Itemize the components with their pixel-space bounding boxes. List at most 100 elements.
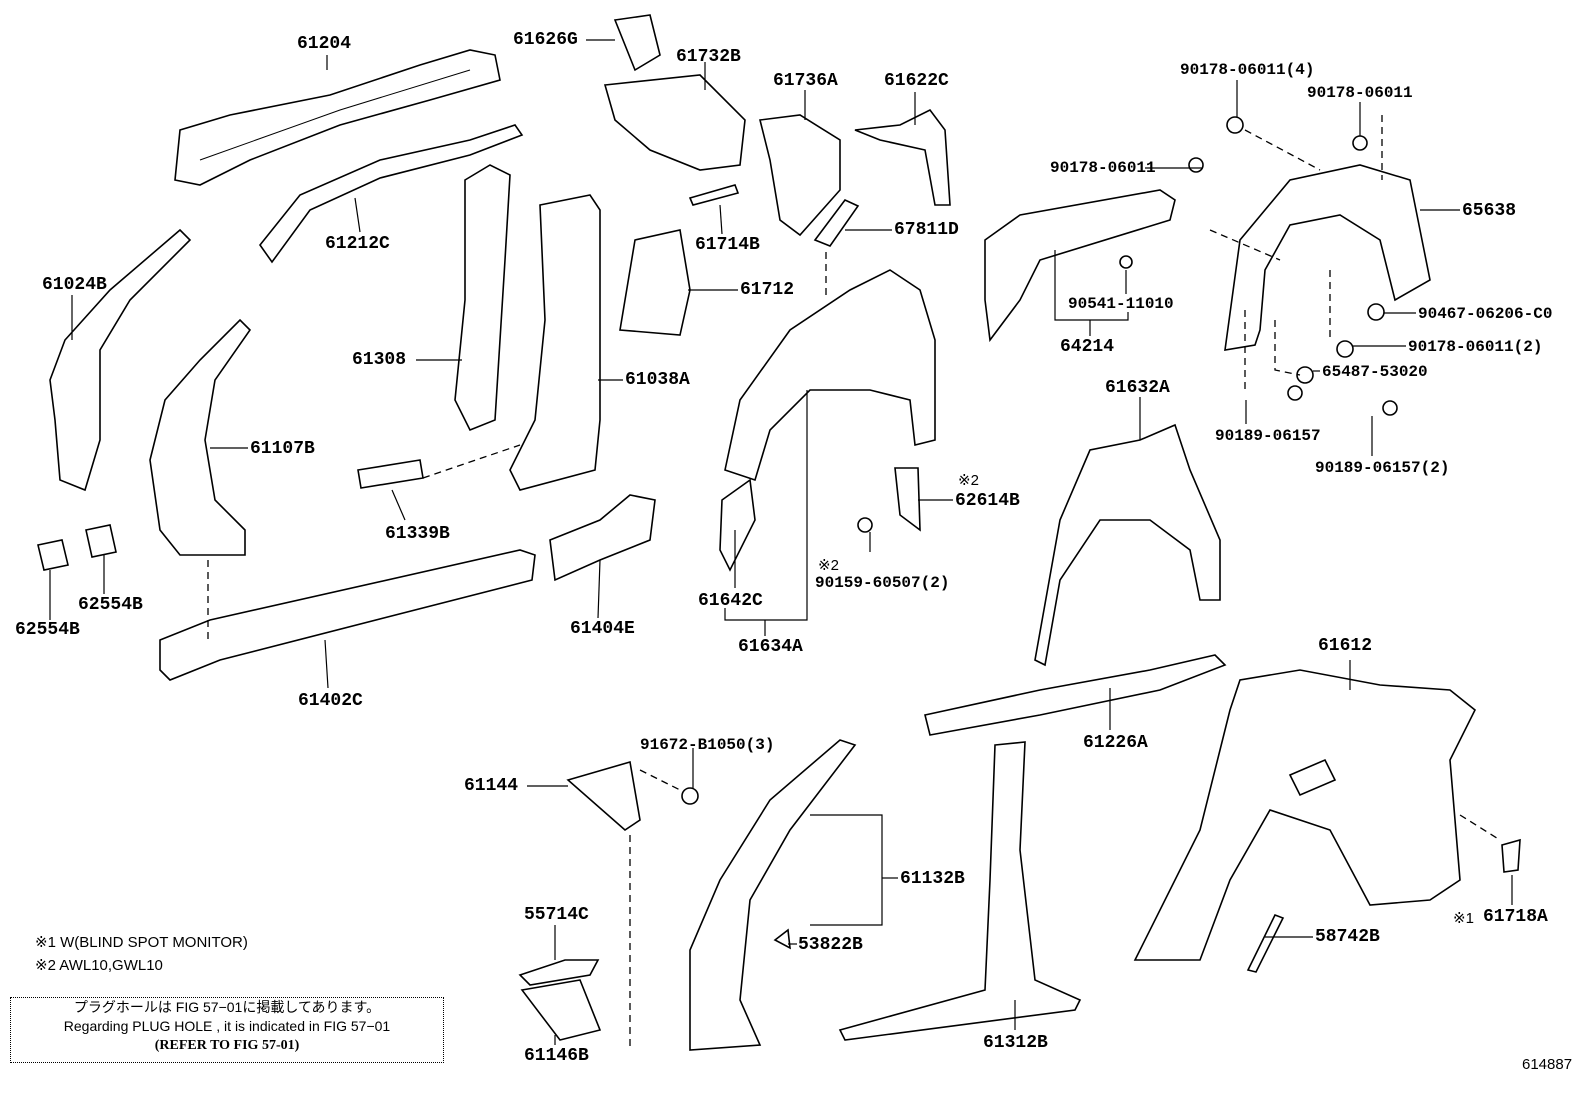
label-90178-06011-right[interactable]: 90178-06011 bbox=[1307, 84, 1413, 102]
part-67811D bbox=[813, 199, 860, 247]
label-61736A[interactable]: 61736A bbox=[773, 71, 838, 91]
label-61312B[interactable]: 61312B bbox=[983, 1033, 1048, 1053]
label-61308[interactable]: 61308 bbox=[352, 350, 407, 370]
part-61226A bbox=[924, 654, 1227, 736]
label-61132B[interactable]: 61132B bbox=[900, 869, 965, 889]
label-67811D[interactable]: 67811D bbox=[894, 220, 959, 240]
part-61312B bbox=[838, 741, 1082, 1041]
label-64214[interactable]: 64214 bbox=[1060, 337, 1115, 357]
part-61404E bbox=[549, 494, 656, 582]
part-61132B bbox=[689, 739, 857, 1051]
clip-90189-06157 bbox=[1287, 385, 1303, 401]
note-mark-2: ※2 bbox=[818, 557, 839, 574]
clip-90178-06011-4 bbox=[1226, 116, 1244, 134]
footnote-2: ※2 AWL10,GWL10 bbox=[35, 957, 163, 974]
label-61626G[interactable]: 61626G bbox=[513, 30, 578, 50]
part-55714C bbox=[518, 959, 600, 986]
note-english: Regarding PLUG HOLE , it is indicated in… bbox=[63, 1018, 391, 1034]
dashed-assembly-lines bbox=[207, 115, 1501, 1050]
bolt-90159-60507 bbox=[857, 517, 873, 533]
label-61212C[interactable]: 61212C bbox=[325, 234, 390, 254]
part-61038A bbox=[509, 194, 601, 491]
part-62554B-b bbox=[85, 524, 117, 558]
label-61612[interactable]: 61612 bbox=[1318, 636, 1373, 656]
label-61107B[interactable]: 61107B bbox=[250, 439, 315, 459]
part-61634A bbox=[724, 269, 936, 482]
label-61204[interactable]: 61204 bbox=[297, 34, 352, 54]
label-62614B[interactable]: 62614B bbox=[955, 491, 1020, 511]
part-61632A bbox=[1034, 423, 1221, 667]
label-62554B[interactable]: 62554B bbox=[15, 620, 80, 640]
note-mark-2: ※2 bbox=[958, 472, 979, 489]
footnote-1: ※1 W(BLIND SPOT MONITOR) bbox=[35, 934, 248, 951]
part-65638 bbox=[1224, 164, 1431, 351]
part-61612 bbox=[1133, 669, 1477, 961]
label-61732B[interactable]: 61732B bbox=[676, 47, 741, 67]
fuel-door bbox=[1288, 758, 1337, 797]
figure-id: 614887 bbox=[1522, 1056, 1573, 1073]
label-61226A[interactable]: 61226A bbox=[1083, 733, 1148, 753]
clip-90178-06011-r bbox=[1352, 135, 1368, 151]
label-61712[interactable]: 61712 bbox=[740, 280, 795, 300]
part-61402C bbox=[159, 549, 536, 681]
label-90189-06157[interactable]: 90189-06157 bbox=[1215, 427, 1321, 445]
bolt-91672-B1050 bbox=[681, 787, 699, 805]
label-61146B[interactable]: 61146B bbox=[524, 1046, 589, 1066]
label-61622C[interactable]: 61622C bbox=[884, 71, 949, 91]
label-53822B[interactable]: 53822B bbox=[798, 935, 863, 955]
part-61212C bbox=[258, 124, 524, 264]
clip-90541-11010 bbox=[1119, 255, 1133, 269]
label-61024B[interactable]: 61024B bbox=[42, 275, 107, 295]
label-61402C[interactable]: 61402C bbox=[298, 691, 363, 711]
part-61144 bbox=[566, 760, 641, 832]
label-61339B[interactable]: 61339B bbox=[385, 524, 450, 544]
label-62554B[interactable]: 62554B bbox=[78, 595, 143, 615]
part-61718A bbox=[1501, 838, 1521, 873]
label-61642C[interactable]: 61642C bbox=[698, 591, 763, 611]
part-61024B bbox=[49, 228, 192, 492]
leader-lines bbox=[49, 39, 1513, 1045]
label-61144[interactable]: 61144 bbox=[464, 776, 519, 796]
part-61642C bbox=[719, 478, 756, 572]
label-61714B[interactable]: 61714B bbox=[695, 235, 760, 255]
label-90189-06157-2[interactable]: 90189-06157(2) bbox=[1315, 459, 1450, 477]
clip-90189-06157-2 bbox=[1382, 400, 1398, 416]
part-61714B bbox=[688, 184, 740, 206]
clip-90178-06011-l bbox=[1188, 157, 1204, 173]
part-61622C bbox=[854, 108, 951, 206]
part-61626G bbox=[613, 14, 661, 72]
clip-90178-06011-2 bbox=[1336, 340, 1354, 358]
part-61339B bbox=[357, 459, 424, 489]
label-61404E[interactable]: 61404E bbox=[570, 619, 635, 639]
part-61146B bbox=[520, 979, 602, 1041]
part-61204 bbox=[174, 49, 501, 186]
label-61038A[interactable]: 61038A bbox=[625, 370, 690, 390]
label-90159-60507-2[interactable]: 90159-60507(2) bbox=[815, 574, 950, 592]
label-65487-53020[interactable]: 65487-53020 bbox=[1322, 363, 1428, 381]
note-japanese: プラグホールは FIG 57−01に掲載してあります。 bbox=[73, 999, 381, 1015]
label-91672-B1050-3[interactable]: 91672-B1050(3) bbox=[640, 736, 775, 754]
plug-hole-note-box: プラグホールは FIG 57−01に掲載してあります。 Regarding PL… bbox=[10, 997, 444, 1063]
label-90541-11010[interactable]: 90541-11010 bbox=[1068, 295, 1174, 313]
part-61712 bbox=[619, 229, 691, 336]
label-90467-06206-C0[interactable]: 90467-06206-C0 bbox=[1418, 305, 1553, 323]
nut-90467-06206-C0 bbox=[1367, 303, 1385, 321]
label-55714C[interactable]: 55714C bbox=[524, 905, 589, 925]
label-65638[interactable]: 65638 bbox=[1462, 201, 1517, 221]
part-64214 bbox=[984, 189, 1176, 343]
part-61732B bbox=[603, 74, 746, 171]
clip-53822B bbox=[773, 928, 791, 950]
part-61107B bbox=[149, 318, 252, 556]
label-58742B[interactable]: 58742B bbox=[1315, 927, 1380, 947]
label-90178-06011-left[interactable]: 90178-06011 bbox=[1050, 159, 1156, 177]
label-90178-06011-2[interactable]: 90178-06011(2) bbox=[1408, 338, 1543, 356]
part-62554B-a bbox=[37, 539, 69, 571]
label-61718A[interactable]: 61718A bbox=[1483, 907, 1548, 927]
label-61632A[interactable]: 61632A bbox=[1105, 378, 1170, 398]
note-mark-1: ※1 bbox=[1453, 910, 1474, 927]
label-90178-06011-4[interactable]: 90178-06011(4) bbox=[1180, 61, 1315, 79]
label-61634A[interactable]: 61634A bbox=[738, 637, 803, 657]
note-reference[interactable]: (REFER TO FIG 57-01) bbox=[154, 1038, 300, 1053]
